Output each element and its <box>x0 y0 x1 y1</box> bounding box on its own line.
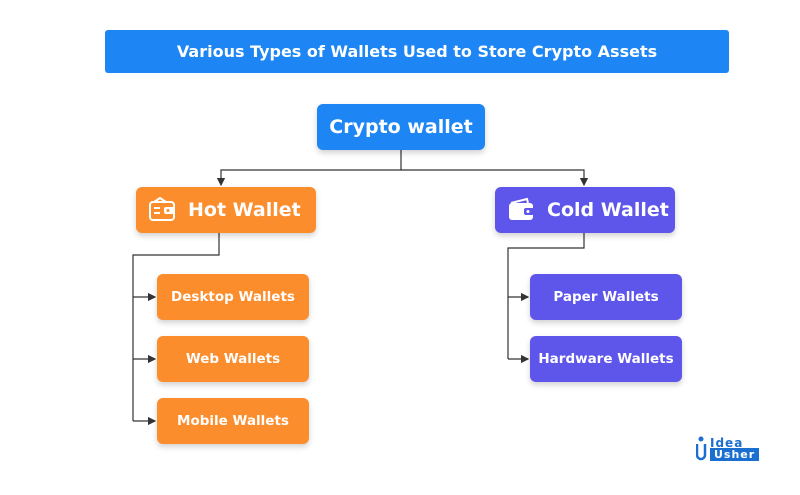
hot-wallet-icon <box>148 197 178 223</box>
logo-i-mark-icon <box>696 436 707 461</box>
logo-text-top: Idea <box>710 436 744 450</box>
hot-wallet-label: Hot Wallet <box>188 199 301 221</box>
node-web-wallets: Web Wallets <box>157 336 309 382</box>
cold-wallet-icon <box>507 197 537 223</box>
logo-text-bottom: Usher <box>710 448 760 461</box>
node-paper-wallets: Paper Wallets <box>530 274 682 320</box>
node-cold-wallet: Cold Wallet <box>495 187 675 233</box>
ideausher-logo: Idea Usher <box>696 436 770 466</box>
node-desktop-wallets: Desktop Wallets <box>157 274 309 320</box>
root-node-crypto-wallet: Crypto wallet <box>317 104 485 150</box>
node-hardware-wallets: Hardware Wallets <box>530 336 682 382</box>
diagram-title: Various Types of Wallets Used to Store C… <box>105 30 729 73</box>
cold-wallet-label: Cold Wallet <box>547 199 669 221</box>
node-hot-wallet: Hot Wallet <box>136 187 316 233</box>
node-mobile-wallets: Mobile Wallets <box>157 398 309 444</box>
